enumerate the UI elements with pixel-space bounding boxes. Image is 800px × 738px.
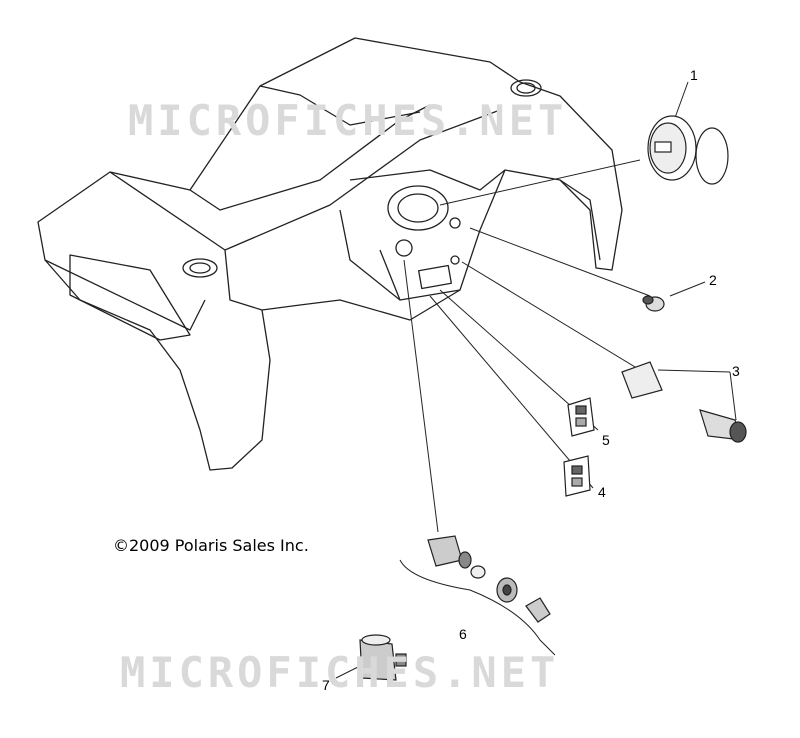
watermark-bottom: MICROFICHES.NET	[120, 648, 560, 697]
switch-openings	[418, 264, 452, 290]
relay-part	[359, 634, 407, 681]
copyright-notice: ©2009 Polaris Sales Inc.	[113, 536, 309, 555]
power-point-part	[621, 361, 747, 443]
callout-1: 1	[690, 67, 698, 83]
switch-part-4	[563, 455, 591, 497]
dash-panel	[37, 37, 623, 471]
watermark-top: MICROFICHES.NET	[128, 96, 568, 145]
cup-holder-left	[182, 258, 218, 278]
switch-part-5	[567, 397, 595, 437]
ignition-part	[427, 535, 551, 623]
callout-2: 2	[709, 272, 717, 288]
cup-holder-right	[510, 79, 542, 97]
side-panel	[69, 254, 191, 341]
callout-4: 4	[598, 484, 606, 500]
gauge-opening	[387, 185, 449, 231]
indicator-part	[642, 295, 665, 312]
callout-7: 7	[322, 677, 330, 693]
callout-6: 6	[459, 626, 467, 642]
callout-5: 5	[602, 432, 610, 448]
gauge-part	[647, 115, 729, 185]
callout-3: 3	[732, 363, 740, 379]
outlet-opening	[395, 239, 413, 257]
